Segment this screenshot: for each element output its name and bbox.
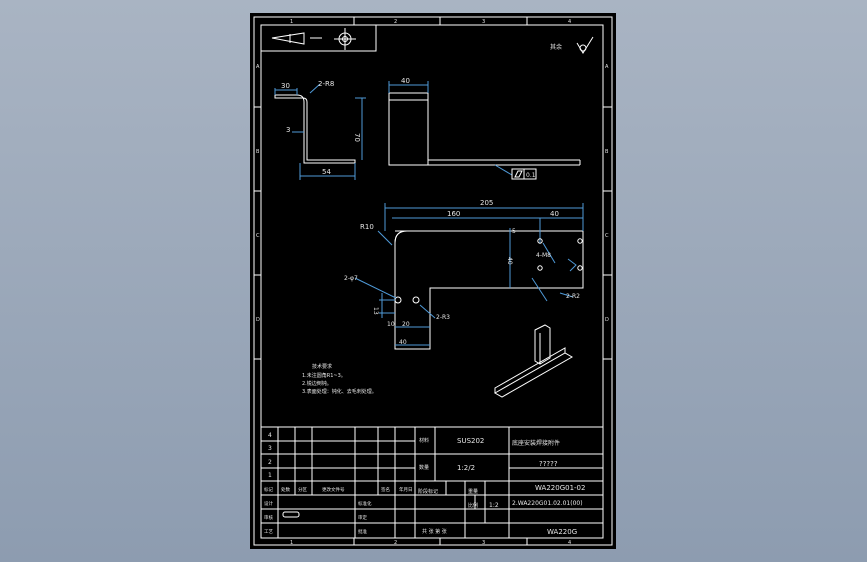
sign-row-label: 设计 <box>264 500 273 507</box>
sign-row-label: 工艺 <box>264 529 273 535</box>
bottom-marker: 4 <box>568 540 571 546</box>
dim-tab-width: 40 <box>399 339 407 346</box>
roughness-icon <box>576 36 594 54</box>
row-number: 2 <box>268 459 272 466</box>
left-marker: D <box>256 317 260 323</box>
row-number: 3 <box>268 445 272 452</box>
view-profile <box>274 83 366 180</box>
drawing-title: 底座安装焊接附件 <box>512 439 560 447</box>
top-marker: 1 <box>290 19 293 25</box>
title-block <box>260 426 604 539</box>
scale-value: 1:2 <box>489 502 499 509</box>
header-cell: 签名 <box>381 486 390 493</box>
sign-row-label: 审核 <box>264 514 273 521</box>
outer-frame <box>253 16 613 546</box>
right-marker: B <box>605 149 609 155</box>
dim-end-radius: 2-R2 <box>566 293 580 300</box>
left-marker: B <box>256 149 260 155</box>
dim-end-length: 40 <box>550 210 559 218</box>
dim-hole-gap: 20 <box>402 321 410 328</box>
dim-corner-radius: R10 <box>360 223 374 231</box>
view-side <box>388 81 581 180</box>
bottom-marker: 3 <box>482 540 485 546</box>
right-marker: D <box>605 317 609 323</box>
iso-view <box>493 324 574 398</box>
dim-hole-spacing: 40 <box>506 257 513 265</box>
left-marker: C <box>256 233 260 239</box>
right-marker: A <box>605 64 609 70</box>
dim-side-width: 40 <box>401 77 410 85</box>
company-name: ????? <box>539 460 558 468</box>
left-marker: A <box>256 64 260 70</box>
sign-row-label-mid: 标准化 <box>358 500 372 507</box>
dim-holes-tapped: 4-M8 <box>536 252 551 259</box>
quantity-label: 数量 <box>419 464 429 471</box>
dim-flatness: 0.1 <box>526 172 536 179</box>
dim-inner-length: 160 <box>447 210 460 218</box>
cad-drawing: 1 2 3 4 1 2 3 4 A B C D A B C D 其余 30 2-… <box>253 16 613 546</box>
dim-small-holes: 2-φ7 <box>344 275 358 282</box>
dim-small-hole-radius: 2-R3 <box>436 314 450 321</box>
dim-hole-offset-x: 10 <box>387 321 395 328</box>
dim-base-length: 54 <box>322 168 331 176</box>
drawing-number-2: 2.WA220G01.02.01(00) <box>512 500 583 507</box>
dim-overall-length: 205 <box>480 199 493 207</box>
notes-line: 2.锐边倒钝。 <box>302 380 332 387</box>
dim-flange-width: 30 <box>281 82 290 90</box>
quantity-value: 1:2/2 <box>457 464 475 472</box>
drawing-sheet: 1 2 3 4 1 2 3 4 A B C D A B C D 其余 30 2-… <box>250 13 616 549</box>
drawing-number-1: WA220G01-02 <box>535 484 585 492</box>
roughness-label: 其余 <box>550 43 562 51</box>
dim-bend-radius: 2-R8 <box>318 80 334 88</box>
header-cell: 处数 <box>281 486 290 493</box>
sheet-label: 共 张 第 张 <box>422 528 447 535</box>
header-cell: 标记 <box>264 486 273 493</box>
projection-symbol <box>260 24 377 52</box>
dim-height: 70 <box>353 133 361 142</box>
drawing-number-3: WA220G <box>547 528 577 536</box>
header-cell: 分区 <box>298 486 307 493</box>
top-marker: 3 <box>482 19 485 25</box>
row-number: 1 <box>268 472 272 479</box>
sign-row-label-mid: 审定 <box>358 514 367 521</box>
right-marker: C <box>605 233 609 239</box>
material-label: 材料 <box>419 437 429 444</box>
top-marker: 2 <box>394 19 397 25</box>
notes-title: 技术要求 <box>312 363 332 370</box>
dim-hole-offset-y: 13 <box>372 307 379 315</box>
header-cell: 年月日 <box>399 486 413 493</box>
top-marker: 4 <box>568 19 571 25</box>
view-plan <box>354 203 584 350</box>
notes-line: 3.表面处理：钝化、去毛刺处理。 <box>302 388 377 395</box>
weight-label: 重量 <box>468 488 478 495</box>
bottom-marker: 1 <box>290 540 293 546</box>
bottom-marker: 2 <box>394 540 397 546</box>
dim-thickness: 3 <box>286 126 290 134</box>
scale-label: 比例 <box>468 502 478 509</box>
stage-label: 阶段标记 <box>418 488 438 495</box>
header-cell: 更改文件号 <box>322 486 345 493</box>
notes-line: 1.未注圆角R1~3。 <box>302 372 346 379</box>
material-value: SUS202 <box>457 437 484 445</box>
row-number: 4 <box>268 432 272 439</box>
dim-edge-offset: 5 <box>512 228 516 235</box>
sign-row-label-mid: 批准 <box>358 528 367 535</box>
